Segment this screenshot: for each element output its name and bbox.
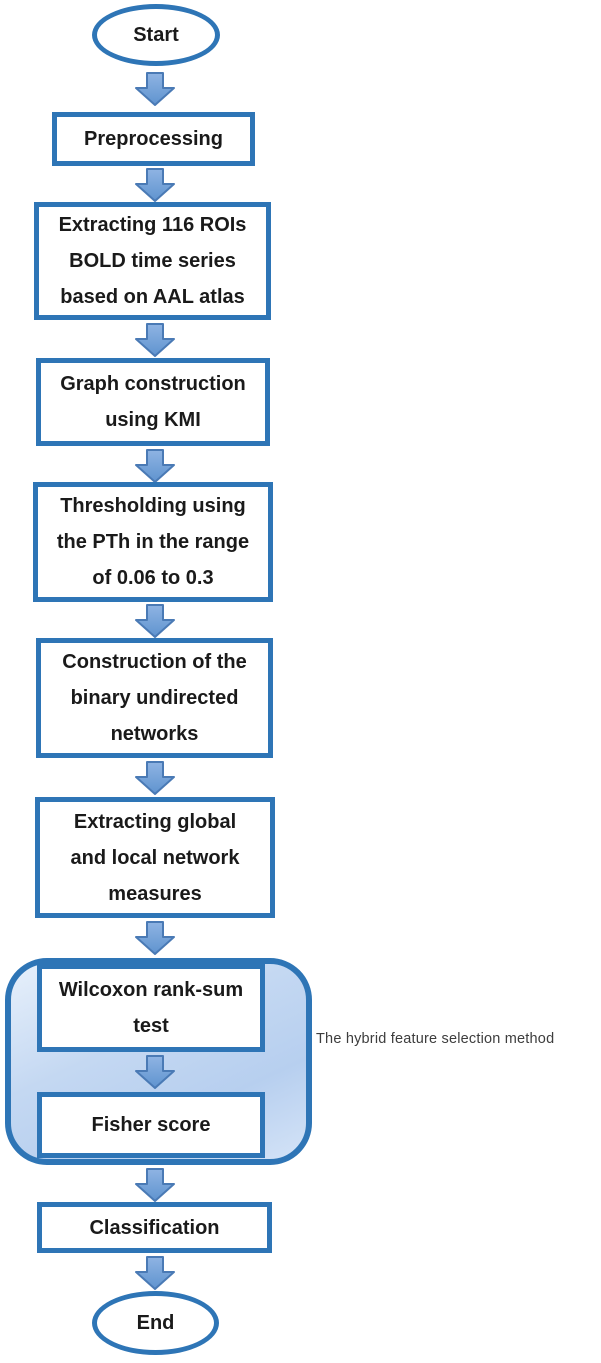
flow-arrow-down-icon	[135, 604, 175, 638]
node-end-label: End	[136, 1312, 175, 1334]
node-graph-construction-line2: using KMI	[105, 409, 201, 431]
node-wilcoxon-line1: Wilcoxon rank-sum	[58, 979, 244, 1001]
hybrid-group-caption: The hybrid feature selection method	[316, 1031, 555, 1047]
node-thresholding-line2: the PTh in the range	[56, 531, 250, 553]
node-extract-rois-line2: BOLD time series	[69, 250, 236, 272]
flow-arrow-down-icon	[135, 1256, 175, 1290]
node-binary-networks-line2: binary undirected	[70, 687, 239, 709]
node-preprocessing-label: Preprocessing	[84, 128, 223, 150]
flow-arrow-down-icon	[135, 1168, 175, 1202]
node-graph-construction: Graph construction using KMI	[36, 358, 270, 446]
node-start: Start	[92, 4, 220, 66]
node-network-measures: Extracting global and local network meas…	[35, 797, 275, 918]
node-binary-networks-line1: Construction of the	[62, 651, 247, 673]
node-extract-rois-line3: based on AAL atlas	[60, 286, 245, 308]
node-thresholding-line3: of 0.06 to 0.3	[92, 567, 214, 589]
node-network-measures-line3: measures	[108, 882, 202, 905]
node-classification-label: Classification	[89, 1216, 220, 1239]
node-end: End	[92, 1291, 219, 1355]
node-fisher: Fisher score	[37, 1092, 265, 1158]
node-network-measures-line1: Extracting global	[73, 810, 237, 833]
node-network-measures-line2: and local network	[70, 846, 240, 869]
node-graph-construction-line1: Graph construction	[60, 373, 246, 395]
node-wilcoxon: Wilcoxon rank-sum test	[37, 964, 265, 1052]
flow-arrow-down-icon	[135, 921, 175, 955]
node-thresholding: Thresholding using the PTh in the range …	[33, 482, 273, 602]
node-fisher-label: Fisher score	[91, 1114, 211, 1136]
node-binary-networks: Construction of the binary undirected ne…	[36, 638, 273, 758]
node-binary-networks-line3: networks	[110, 723, 199, 745]
node-thresholding-line1: Thresholding using	[60, 495, 246, 517]
node-extract-rois: Extracting 116 ROIs BOLD time series bas…	[34, 202, 271, 320]
flow-arrow-down-icon	[135, 761, 175, 795]
node-extract-rois-line1: Extracting 116 ROIs	[58, 214, 247, 236]
flow-arrow-down-icon	[135, 449, 175, 483]
flow-arrow-down-icon	[135, 168, 175, 202]
node-classification: Classification	[37, 1202, 272, 1253]
node-preprocessing: Preprocessing	[52, 112, 255, 166]
node-start-label: Start	[133, 24, 179, 46]
flow-arrow-down-icon	[135, 1055, 175, 1089]
flow-arrow-down-icon	[135, 323, 175, 357]
node-wilcoxon-line2: test	[133, 1015, 169, 1037]
flow-arrow-down-icon	[135, 72, 175, 106]
